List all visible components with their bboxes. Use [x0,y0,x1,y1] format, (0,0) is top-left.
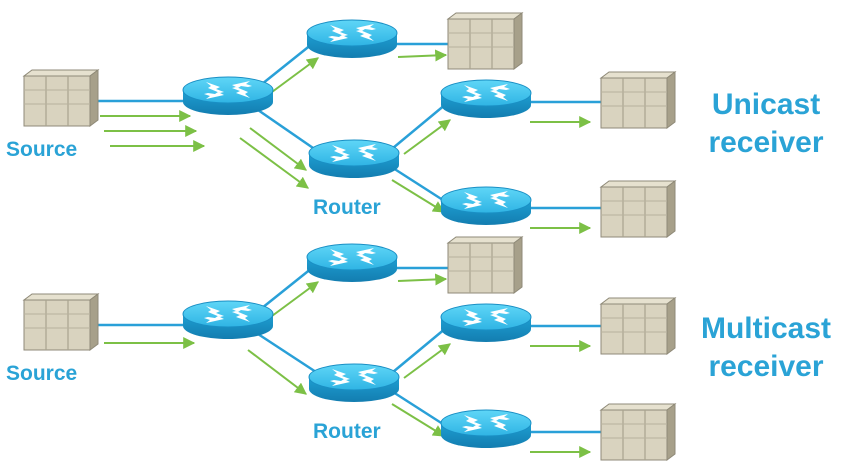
multicast-diagram [23,236,676,461]
router-icon [306,19,398,59]
router-icon [440,186,532,226]
receiver-label-block: Unicast receiver [686,86,846,162]
receiver-server-icon [600,180,676,238]
source-label: Source [6,362,78,385]
router-icon [306,243,398,283]
receiver-label-line2: receiver [708,126,824,159]
router-icon [308,363,400,403]
source-server-icon [23,69,99,127]
router-label: Router [313,420,381,443]
router-icon [440,79,532,119]
router-icon [182,300,274,340]
receiver-server-icon [447,12,523,70]
router-icon [308,139,400,179]
multicast-flow-arrows [104,273,592,458]
router-icon [440,303,532,343]
router-icon [440,409,532,449]
receiver-server-icon [600,297,676,355]
receiver-label-block: Multicast receiver [686,310,846,386]
receiver-server-icon [600,71,676,129]
router-label: Router [313,196,381,219]
source-label: Source [6,138,78,161]
unicast-flow-arrows [100,49,592,234]
receiver-label-line1: Unicast [711,88,821,121]
receiver-server-icon [600,403,676,461]
receiver-label-line2: receiver [708,350,824,383]
source-server-icon [23,293,99,351]
receiver-label-line1: Multicast [700,312,832,345]
unicast-links [98,42,603,210]
router-icon [182,76,274,116]
unicast-diagram [23,12,676,238]
multicast-links [98,266,603,434]
receiver-server-icon [447,236,523,294]
